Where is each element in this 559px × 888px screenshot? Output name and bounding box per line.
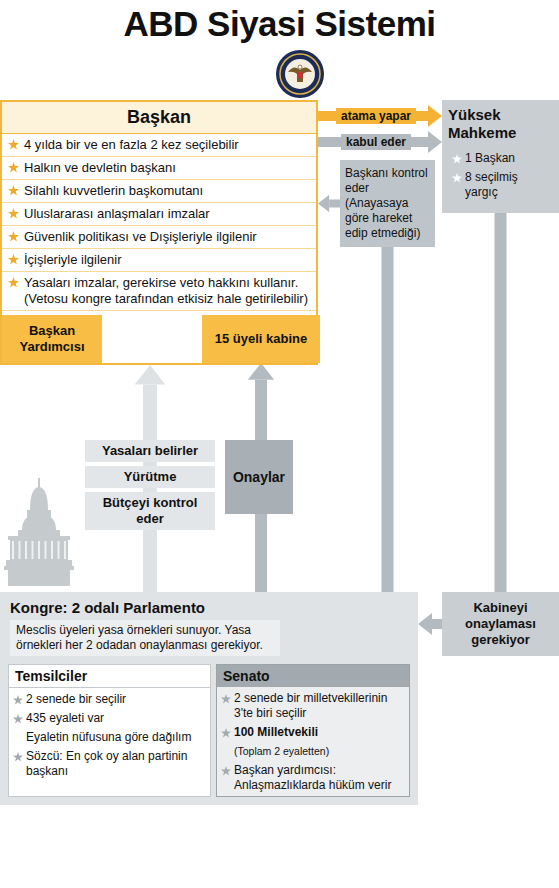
diagram-title: ABD Siyasi Sistemi [0,4,559,44]
cabinet-approval-box: Kabineyi onaylaması gerekiyor [442,592,559,656]
connector-line [329,200,340,208]
connector-line [382,247,394,592]
connector-line [143,385,157,592]
vice-president-box: Başkan Yardımcısı [2,315,102,363]
node-text: Uluslararası anlaşmaları imzalar [2,203,316,226]
arrow-head [248,363,274,380]
node-text: 4 yılda bir ve en fazla 2 kez seçilebili… [2,134,316,157]
node-heading: Başkan [2,102,316,134]
edge-label: atama yapar [336,108,416,124]
node-text: Yürütme [89,469,211,485]
node-text: Silahlı kuvvetlerin başkomutanı [2,180,316,203]
node-text: Eyaletin nüfusuna göre dağılım [9,729,210,748]
connector [318,131,442,153]
arrow-head [428,131,442,153]
capitol-wall [10,540,68,560]
node-text: 100 Milletvekili [217,724,409,743]
control-note-box: Başkanı kontrol eder (Anayasaya göre har… [340,160,435,247]
node-text: 2 senede bir seçilir [9,691,210,710]
house-box: Temsilciler 2 senede bir seçilir435 eyale… [8,664,211,797]
power-label: Yürütme [85,466,215,488]
cabinet-box: 15 üyeli kabine [202,315,320,363]
connector [387,247,388,592]
node-text: Onaylar [233,469,285,485]
node-text: Başkanı kontrol eder (Anayasaya göre har… [345,166,430,241]
connector [500,213,501,592]
node-text: Başkan yardımcısı: Anlaşmazlıklarda hükü… [217,762,409,796]
arrow-head [418,613,432,635]
node-text: (Toplam 2 eyaletten) [217,743,409,762]
senate-box: Senato 2 senede bir milletvekillerinin 3'… [216,664,410,797]
node-heading: Yüksek Mahkeme [448,106,553,142]
node-text: 2 senede bir milletvekillerinin 3'te bir… [217,690,409,724]
connector [318,105,442,127]
congress-panel: Kongre: 2 odalı ParlamentoMesclis üyeler… [0,592,418,805]
president-panel: Başkan4 yılda bir ve en fazla 2 kez seçi… [0,100,318,365]
connector [318,195,340,213]
node-text: Yasaları belirler [89,443,211,459]
capitol-building [4,478,74,586]
connector-line [495,213,507,592]
arrow-head [318,195,329,213]
node-text: 8 seçilmiş yargıç [448,169,553,203]
node-text: 15 üyeli kabine [215,331,308,347]
node-heading: Kongre: 2 odalı Parlamento [10,598,408,617]
arrow-head [428,105,442,127]
supreme-court-box: Yüksek Mahkeme 1 Başkan8 seçilmiş yargıç [442,100,559,213]
node-text: 435 eyaleti var [9,710,210,729]
approves-box: Onaylar [225,440,293,514]
node-heading: Temsilciler [9,665,210,688]
power-label: Yasaları belirler [85,440,215,462]
connector [418,613,442,635]
presidential-seal [276,50,324,98]
node-text: Bütçeyi kontrol eder [89,495,211,527]
power-label: Bütçeyi kontrol eder [85,492,215,530]
node-text: 1 Başkan [448,150,553,169]
node-text: Halkın ve devletin başkanı [2,157,316,180]
capitol-columns [13,541,65,559]
node-text: Güvenlik politikası ve Dışişleriyle ilgi… [2,226,316,249]
node-text: Mesclis üyeleri yasa örnekleri sunuyor. … [10,620,280,656]
node-heading: Senato [217,665,409,687]
edge-label: kabul eder [341,134,411,150]
node-text: Yasaları imzalar, gerekirse veto hakkını… [2,272,316,311]
connector-line [432,619,442,629]
node-text: İçişleriyle ilgilenir [2,249,316,272]
arrow-head [135,365,166,385]
node-text: Sözcü: En çok oy alan partinin başkanı [9,748,210,782]
node-text: Başkan Yardımcısı [5,323,99,355]
node-text: Kabineyi onaylaması gerekiyor [448,600,553,648]
